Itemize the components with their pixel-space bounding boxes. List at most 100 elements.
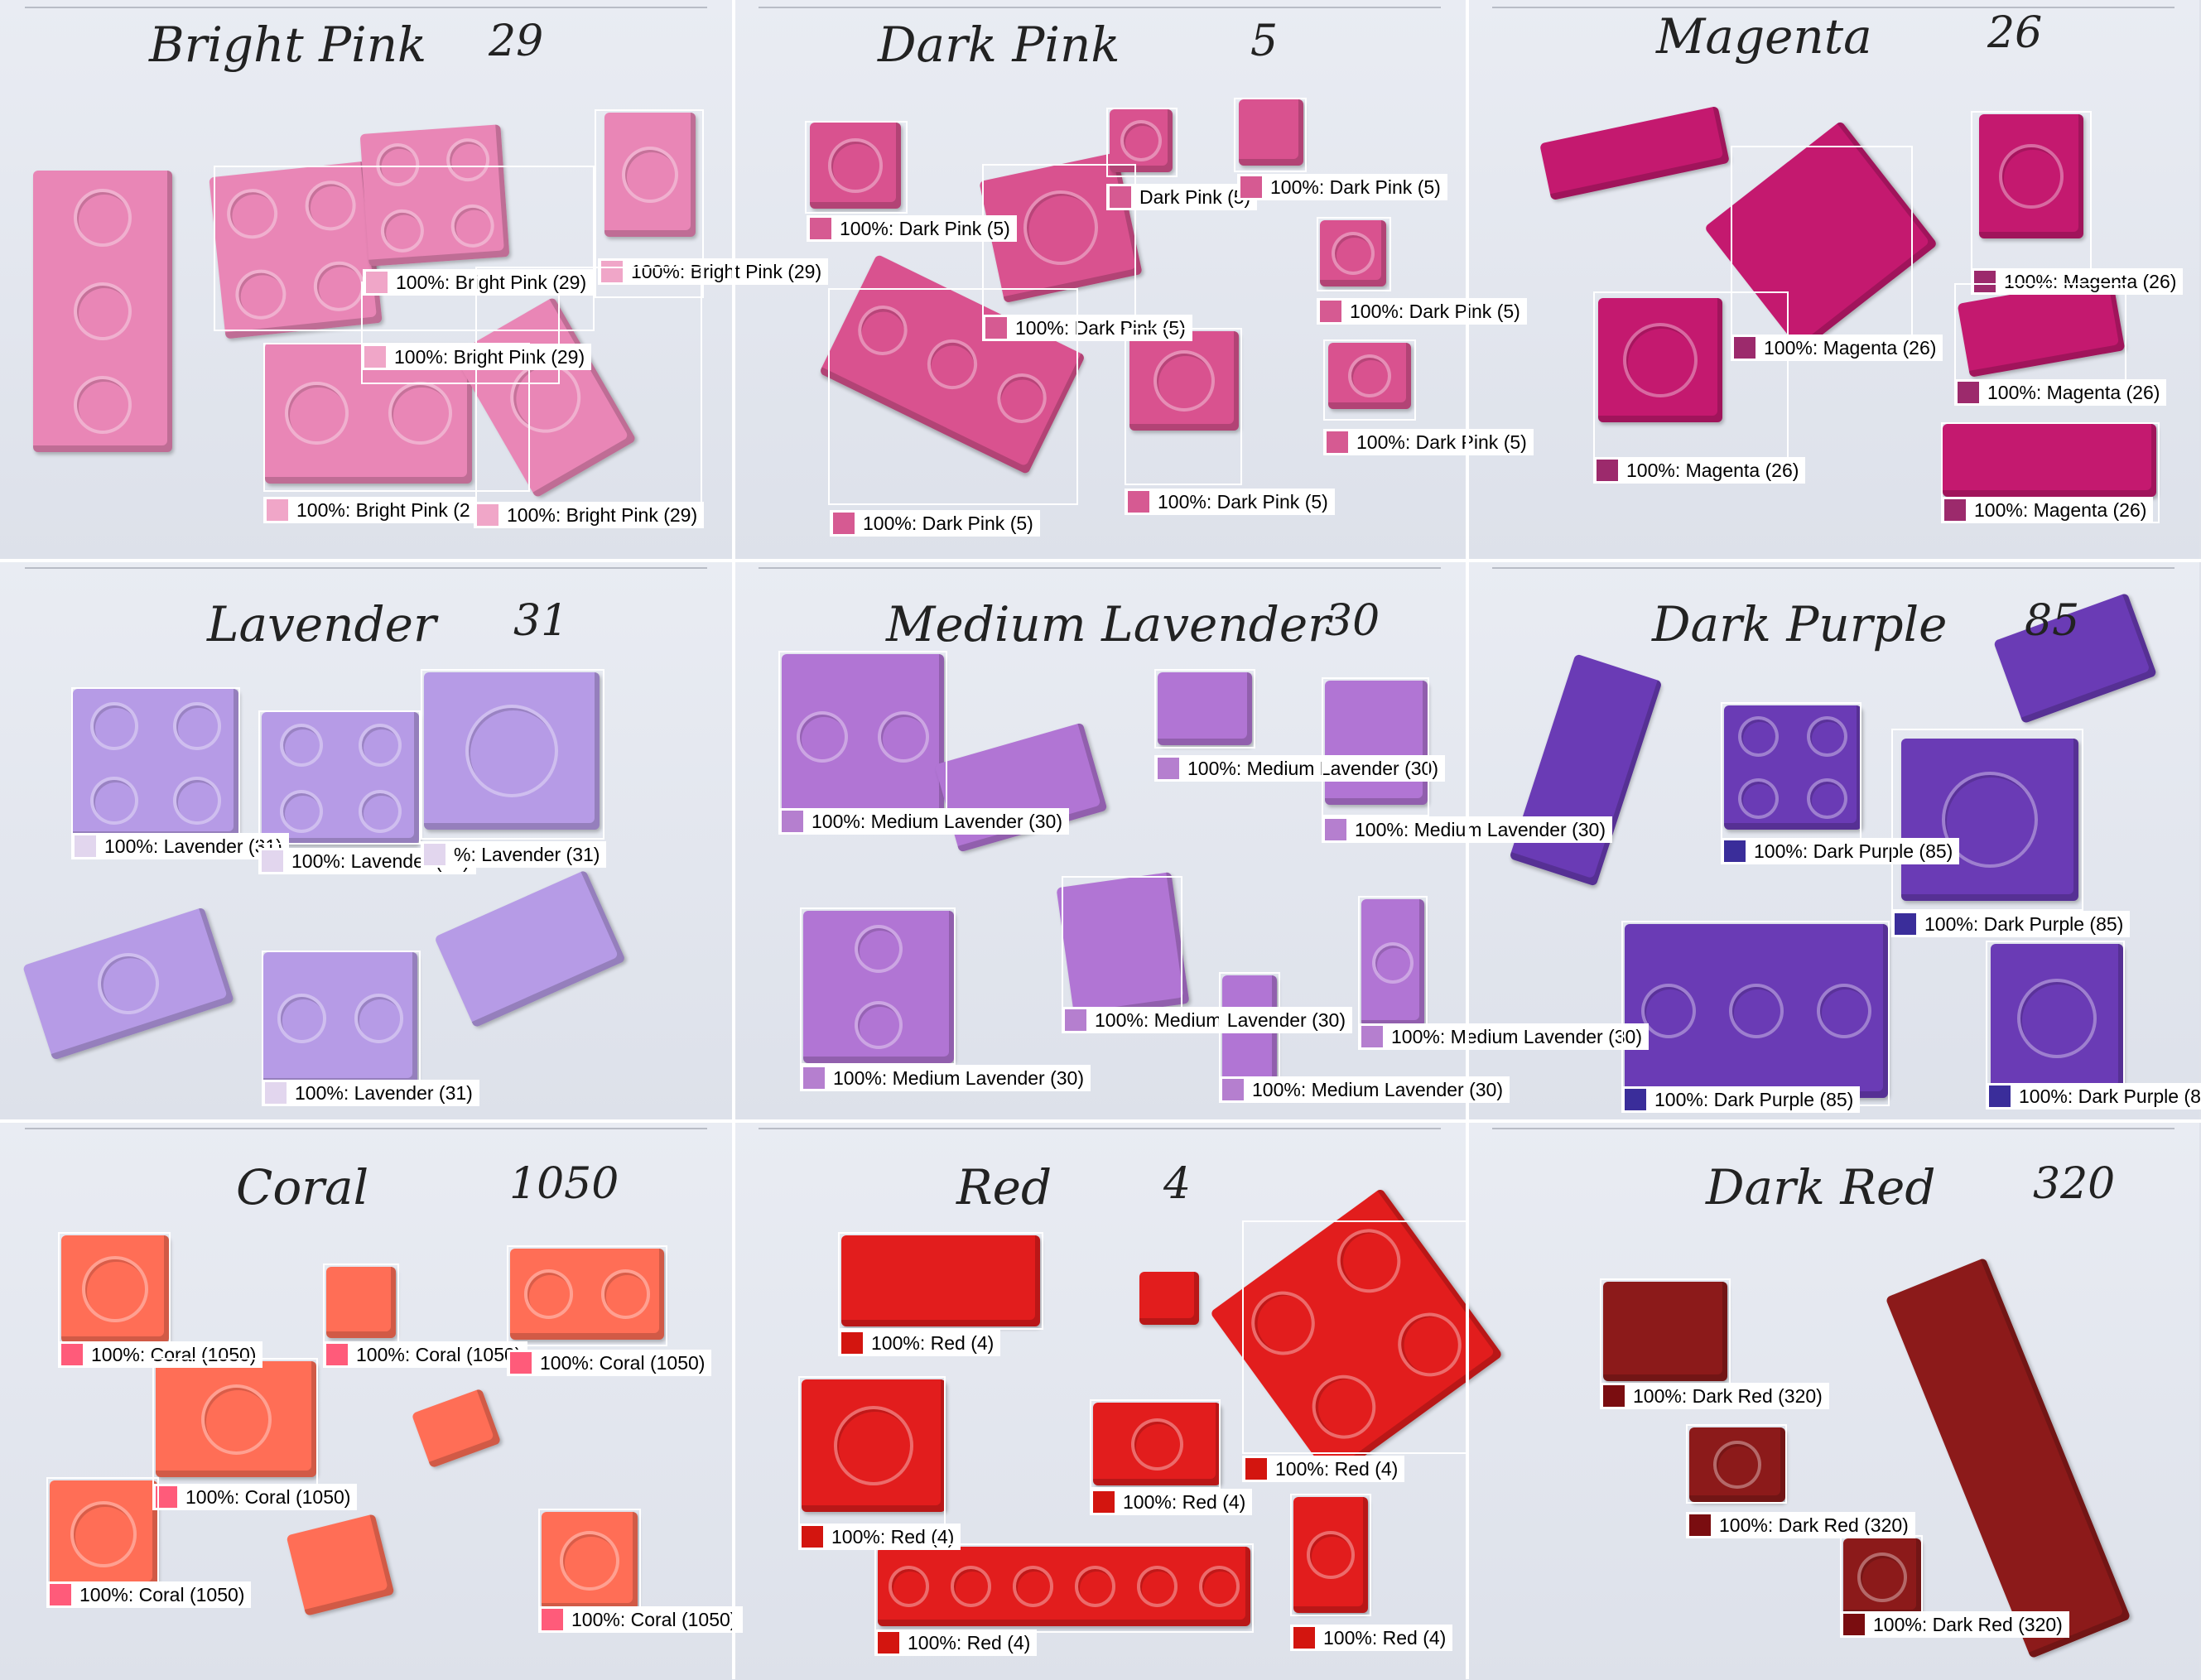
detection-label-text: 100%: Dark Red (320) [1633, 1384, 1823, 1407]
color-swatch [782, 811, 803, 832]
lavender-brick [73, 689, 238, 838]
paper-rule-line [759, 567, 1441, 569]
detection-label: 100%: Bright Pink (2 [263, 497, 477, 523]
grid-separator-vertical [732, 0, 735, 1679]
detection-box [1686, 1424, 1787, 1504]
detection-label: 100%: Dark Red (320) [1686, 1512, 1915, 1538]
color-swatch [802, 1526, 823, 1548]
detection-box [1242, 1220, 1469, 1454]
brick-stud [1713, 1441, 1761, 1489]
medium-lavender-brick [1361, 899, 1424, 1027]
brick-stud [89, 945, 167, 1023]
brick-stud [1737, 715, 1780, 758]
detection-label-text: 100%: Magenta (26) [2004, 270, 2177, 292]
detection-label-text: 100%: Bright Pink (29) [394, 345, 585, 368]
dark-purple-brick [1625, 924, 1888, 1098]
detection-label-text: 100%: Coral (1050) [356, 1343, 522, 1365]
detection-box [805, 121, 908, 214]
color-swatch [1093, 1491, 1115, 1513]
brick-stud [834, 1406, 913, 1485]
lavender-brick [262, 712, 419, 845]
brick-stud [73, 188, 132, 247]
brick-stud [1640, 983, 1697, 1039]
detection-label-text: 100%: Coral (1050) [79, 1583, 245, 1605]
color-swatch [267, 499, 288, 521]
detection-label-text: 100%: Red (4) [908, 1631, 1031, 1654]
detection-box [778, 651, 947, 821]
detection-label-text: 100%: Dark Purple (85) [1754, 840, 1953, 862]
detection-box [1322, 677, 1429, 816]
brick-stud [277, 994, 327, 1043]
detection-label: 100%: Red (4) [838, 1330, 1001, 1356]
detection-box [1323, 339, 1416, 421]
detection-label-text: 100%: Red (4) [1123, 1490, 1246, 1513]
brick-stud [1372, 942, 1414, 984]
detection-label-text: 100%: Coral (1050) [185, 1485, 351, 1508]
detection-label: 100%: Magenta (26) [1593, 457, 1806, 484]
detection-box [1125, 328, 1242, 485]
color-swatch [1158, 758, 1179, 779]
detection-box [1290, 1494, 1371, 1616]
color-swatch [1245, 1458, 1267, 1480]
detection-label: 100%: Medium Lavender (30) [1219, 1076, 1510, 1103]
detection-box [1621, 921, 1890, 1106]
detection-label: 100%: Coral (1050) [507, 1350, 712, 1376]
brick-stud [878, 711, 929, 763]
color-swatch [1625, 1089, 1646, 1110]
bright-pink-brick [33, 171, 172, 452]
red-brick [1293, 1497, 1368, 1613]
color-swatch [1240, 176, 1262, 198]
detection-label: 100%: Dark Purple (85) [1621, 1086, 1861, 1113]
detection-label: 100%: Dark Purple (85) [1891, 911, 2131, 937]
panel-count: 29 [489, 17, 544, 66]
color-swatch [542, 1609, 563, 1630]
paper-rule-line [25, 567, 707, 569]
brick-stud [797, 711, 848, 763]
detection-label-text: 100%: Dark Pink (5) [1158, 490, 1328, 513]
dark-pink-brick [810, 123, 901, 209]
detection-label: 100%: Red (4) [1290, 1625, 1453, 1651]
detection-label-text: 100%: Dark Purple (85) [1654, 1088, 1854, 1110]
detection-label-text: 100%: Medium Lavender (30) [1252, 1078, 1503, 1100]
detection-box [595, 109, 704, 298]
panel-title: Bright Pink [149, 17, 427, 73]
detection-label-text: Dark Pink (5) [1139, 185, 1251, 208]
paper-rule-line [1492, 567, 2175, 569]
detection-label-text: 100%: Coral (1050) [571, 1608, 737, 1630]
detection-label-text: 100%: Medium Lavender (30) [812, 810, 1062, 832]
detection-label-text: 100%: Medium Lavender (30) [833, 1066, 1084, 1089]
panel-title: Red [956, 1159, 1052, 1215]
detection-label: 100%: Dark Pink (5) [1125, 489, 1335, 515]
detection-label: 100%: Dark Pink (5) [830, 510, 1040, 537]
detection-label-text: %: Lavender (31) [454, 843, 600, 865]
brick-stud [1816, 983, 1872, 1039]
coral-brick [156, 1361, 316, 1477]
panel-count: 30 [1325, 596, 1380, 646]
detection-box [475, 267, 702, 523]
brick-stud [90, 702, 138, 750]
brick-stud [70, 1501, 137, 1567]
red-brick [878, 1547, 1250, 1626]
color-swatch [50, 1584, 71, 1605]
detection-label: 100%: Dark Pink (5) [1317, 298, 1527, 325]
color-swatch [985, 317, 1007, 339]
medium-lavender-brick [1158, 672, 1252, 745]
color-swatch [1222, 1079, 1244, 1100]
grid-separator-horizontal [0, 559, 2201, 562]
panel-count: 1050 [509, 1159, 619, 1209]
detection-label-text: 100%: Magenta (26) [1626, 459, 1799, 481]
brick-stud [1728, 983, 1784, 1039]
detection-label-text: 100%: Magenta (26) [1974, 498, 2147, 521]
brick-stud [358, 790, 402, 833]
detection-box [1986, 941, 2125, 1103]
brick-stud [950, 1566, 992, 1607]
panel-count: 85 [2025, 596, 2080, 646]
color-swatch [265, 1082, 287, 1104]
brick-stud [200, 1384, 272, 1455]
dark-pink-brick [1328, 343, 1411, 409]
detection-label-text: 100%: Red (4) [871, 1331, 995, 1354]
detection-box [1954, 283, 2126, 391]
detection-box [1234, 98, 1307, 172]
color-swatch [1989, 1086, 2011, 1107]
detection-label: 100%: Dark Red (320) [1600, 1383, 1829, 1409]
